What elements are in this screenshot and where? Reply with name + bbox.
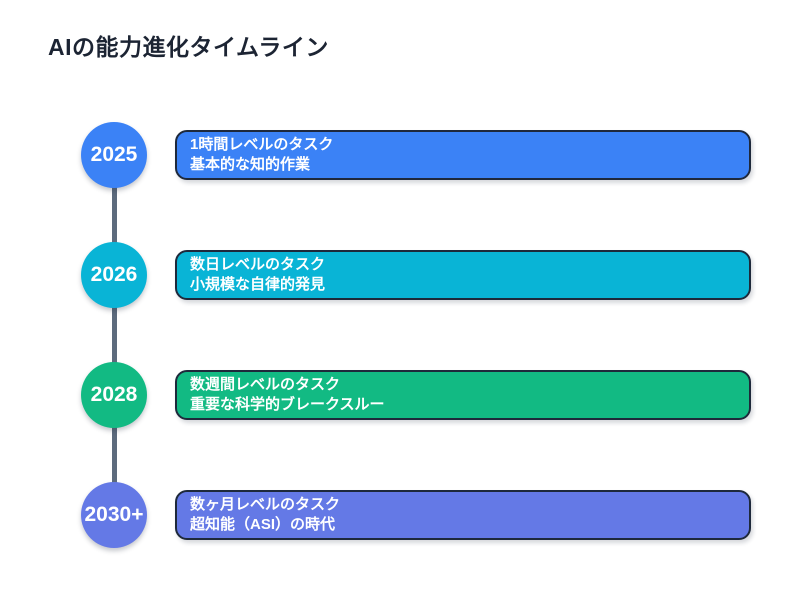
connector-line-2028-2030	[112, 425, 117, 483]
year-badge-2025: 2025	[81, 122, 147, 188]
task-card-2028: 数週間レベルのタスク 重要な科学的ブレークスルー	[175, 370, 751, 420]
connector-line-2025-2026	[112, 185, 117, 243]
task-card-line2: 超知能（ASI）の時代	[190, 516, 336, 533]
task-card-line1: 数日レベルのタスク	[190, 256, 326, 273]
task-card-line2: 小規模な自律的発見	[190, 276, 326, 293]
task-card-line1: 数ヶ月レベルのタスク	[190, 496, 341, 513]
task-card-line2: 重要な科学的ブレークスルー	[190, 396, 385, 413]
task-card-line1: 数週間レベルのタスク	[190, 376, 341, 393]
task-card-2030: 数ヶ月レベルのタスク 超知能（ASI）の時代	[175, 490, 751, 540]
task-card-2025: 1時間レベルのタスク 基本的な知的作業	[175, 130, 751, 180]
year-badge-2026: 2026	[81, 242, 147, 308]
task-card-line2: 基本的な知的作業	[190, 156, 311, 173]
connector-line-2026-2028	[112, 305, 117, 363]
task-card-line1: 1時間レベルのタスク	[190, 136, 334, 153]
year-badge-2028: 2028	[81, 362, 147, 428]
task-card-2026: 数日レベルのタスク 小規模な自律的発見	[175, 250, 751, 300]
page-title: AIの能力進化タイムライン	[48, 34, 329, 60]
year-badge-2030: 2030+	[81, 482, 147, 548]
